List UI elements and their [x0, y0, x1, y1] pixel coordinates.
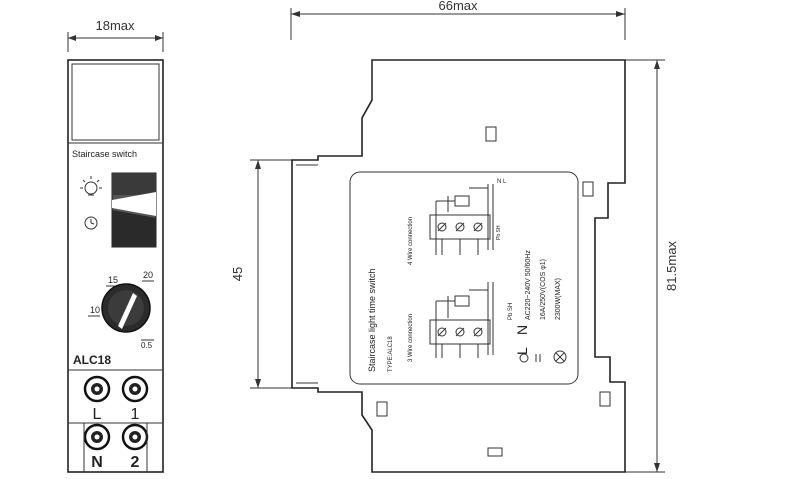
scale-15: 15 [108, 275, 118, 285]
wiring-3-wire [429, 282, 494, 358]
time-dial-knob[interactable] [101, 283, 151, 333]
panel-title: Staircase switch [72, 149, 137, 159]
side-view: 66max 81.5max 45 Staircase light time sw… [230, 0, 679, 473]
spec-line-1: AC220~240V 50/60Hz [525, 250, 532, 320]
label-plate [349, 171, 579, 385]
clip-bottom [487, 447, 503, 457]
label-l-top: L [503, 179, 507, 185]
clip-right-top [582, 181, 594, 197]
dim-front-width: 18max [95, 18, 135, 33]
dim-side-height: 81.5max [664, 241, 679, 291]
side-housing-outline [291, 59, 626, 473]
dim-arrow-left [68, 35, 76, 41]
clip-left [376, 401, 388, 417]
terminal-screw-1[interactable] [121, 375, 149, 403]
front-housing [67, 59, 164, 473]
spec-line-2: 16A/250V(COS φ1) [540, 259, 547, 320]
terminal-label-N: N [91, 454, 103, 471]
svg-text:Pb SH: Pb SH [496, 225, 502, 240]
terminal-label-L: L [93, 406, 102, 423]
label-title: Staircase light time switch [367, 268, 377, 372]
dim-label-height: 45 [230, 267, 245, 281]
label-N-big: N [514, 325, 530, 335]
label-wire4: 4 Wire connection [408, 217, 414, 265]
wiring-4-wire: Pb SH [429, 184, 502, 255]
label-L-big: L [514, 347, 530, 355]
front-view: 18max Staircase switch [67, 18, 164, 473]
dim-side-width: 66max [438, 0, 478, 13]
terminal-screw-L[interactable] [83, 375, 111, 403]
label-pb: Pb SH [508, 303, 514, 320]
dim-arrow-right [155, 35, 163, 41]
terminal-label-2: 2 [131, 454, 140, 471]
symbol-row [519, 350, 567, 364]
terminal-screw-N[interactable] [83, 423, 111, 451]
push-button[interactable] [111, 172, 157, 248]
clip-top [485, 126, 497, 142]
terminal-label-1: 1 [131, 406, 140, 423]
front-top-window [71, 63, 160, 141]
scale-10: 10 [90, 305, 100, 315]
lamp-icon [80, 176, 102, 196]
label-n-top: N [497, 179, 501, 185]
scale-05: 0.5 [141, 341, 153, 350]
clip-right [599, 391, 611, 407]
spec-line-3: 2300W(MAX) [555, 278, 562, 320]
terminal-screw-2[interactable] [121, 423, 149, 451]
scale-20: 20 [143, 270, 153, 280]
clock-icon [84, 216, 98, 230]
model-label: ALC18 [73, 353, 111, 367]
label-type: TYPE:ALC18 [388, 336, 394, 372]
label-wire3: 3 Wire connection [408, 314, 414, 362]
